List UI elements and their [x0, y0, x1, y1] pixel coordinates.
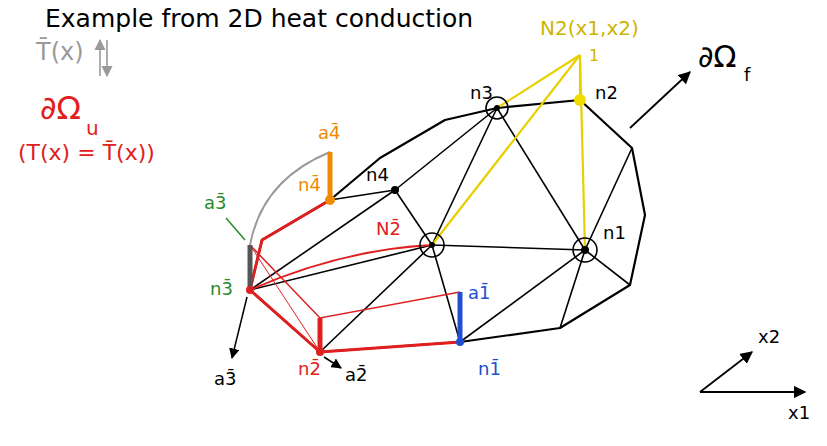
node-dot [581, 246, 589, 254]
node-dot [574, 94, 586, 106]
value-label: a3̄ [204, 194, 226, 212]
leader-arrow [630, 72, 690, 128]
node-label: n3 [470, 84, 493, 102]
function-label: N2(x1,x2) [540, 18, 639, 38]
nodal-value-bar [248, 245, 253, 290]
shape-function-line [432, 55, 580, 245]
prescribed-temperature-curve [250, 152, 330, 245]
value-label: 1 [589, 48, 599, 64]
mesh-edge [585, 148, 632, 250]
mesh-edge [460, 250, 585, 342]
node-label: n3̄ [210, 280, 233, 298]
axis-line [700, 352, 752, 392]
boundary-label: ∂Ω [698, 42, 736, 72]
value-label: a2̄ [345, 366, 367, 384]
value-label: a4̄ [318, 124, 340, 142]
value-label: a3̄ [214, 370, 236, 388]
node-dot [494, 105, 500, 111]
node-label: n1 [603, 224, 626, 242]
leader-arrow [324, 357, 341, 368]
title: Example from 2D heat conduction [45, 6, 473, 31]
nodal-value-bar [318, 318, 323, 352]
axis-label: x1 [788, 404, 810, 422]
mesh-edge [320, 245, 432, 352]
condition-label: (T(x) = T̄(x)) [18, 142, 155, 164]
mesh-edge [497, 108, 585, 250]
node-label: n2 [595, 84, 618, 102]
axis-line [700, 391, 805, 393]
mesh-edge [585, 250, 630, 285]
value-label: a1̄ [468, 284, 490, 302]
node-circle [420, 233, 444, 257]
function-label: N2̄ [376, 220, 401, 238]
node-dot [316, 348, 324, 356]
mesh-edge [432, 245, 585, 250]
mesh-edge [395, 108, 497, 190]
mesh-edge [432, 108, 497, 245]
node-label: n4 [366, 166, 389, 184]
node-dot [325, 195, 335, 205]
node-label: n2̄ [298, 360, 321, 378]
subscript-label: f [744, 66, 750, 84]
prescribed-temperature-label: T̄(x) [36, 40, 84, 64]
node-dot [246, 286, 254, 294]
shape-function-line [580, 55, 585, 250]
grey-arrow [99, 40, 101, 76]
node-dot [456, 338, 464, 346]
nodal-value-bar [458, 292, 463, 342]
mesh-edge [330, 190, 395, 200]
red-curve [250, 245, 432, 290]
leader-line [226, 218, 245, 240]
node-label: n4̄ [298, 176, 321, 194]
nodal-value-bar [328, 152, 333, 200]
leader-arrow [232, 297, 247, 358]
mesh-edge [250, 245, 432, 290]
grey-arrow [106, 40, 108, 76]
axis-label: x2 [758, 328, 780, 346]
dirichlet-boundary [250, 200, 460, 352]
node-dot [391, 186, 399, 194]
node-dot [429, 242, 435, 248]
boundary-label: ∂Ω [40, 92, 81, 124]
shape-function-line [497, 55, 580, 108]
interpolant-line [250, 245, 320, 352]
subscript-label: u [86, 118, 99, 138]
node-label: n1̄ [478, 360, 501, 378]
node-circle [573, 238, 597, 262]
